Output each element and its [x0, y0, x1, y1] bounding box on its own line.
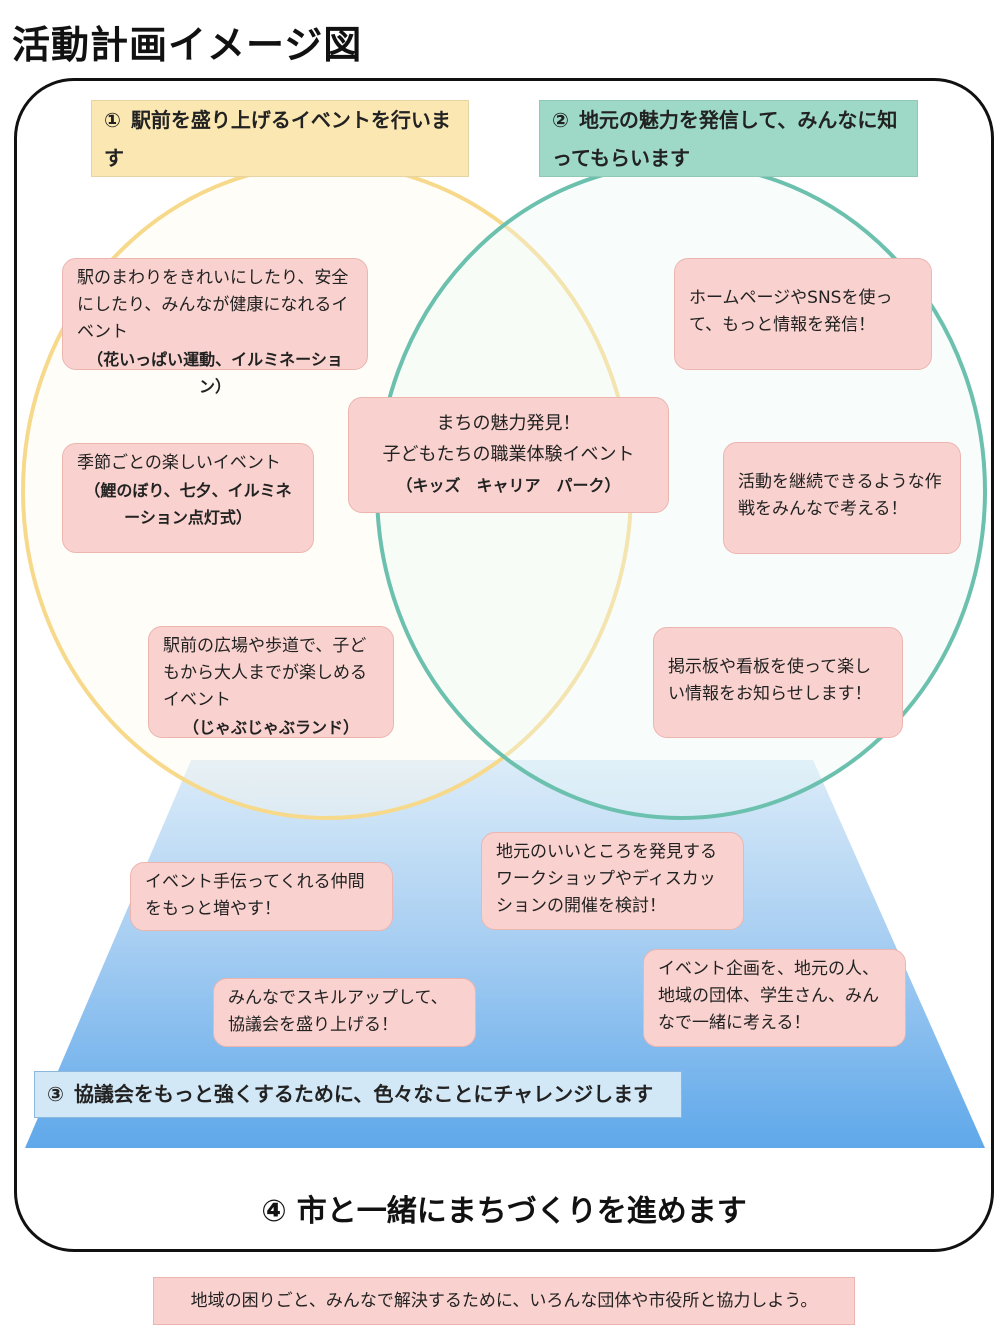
group2-number: ②	[552, 108, 569, 132]
group3-label: 協議会をもっと強くするために、色々なことにチャレンジします	[73, 1082, 654, 1106]
note-workshop: 地元のいいところを発見するワークショップやディスカッションの開催を検討！	[481, 832, 744, 930]
group1-number: ①	[104, 108, 121, 132]
note-volunteers: イベント手伝ってくれる仲間をもっと増やす！	[130, 862, 393, 931]
note-sns: ホームページやSNSを使って、もっと情報を発信！	[674, 258, 932, 370]
note-boards: 掲示板や看板を使って楽しい情報をお知らせします！	[653, 627, 903, 738]
note-planning: イベント企画を、地元の人、地域の団体、学生さん、みんなで一緒に考える！	[643, 949, 906, 1047]
note-kids-career: まちの魅力発見！ 子どもたちの職業体験イベント （キッズ キャリア パーク）	[348, 397, 669, 513]
group4-title: ④ 市と一緒にまちづくりを進めます	[14, 1186, 994, 1230]
note-strategy: 活動を継続できるような作戦をみんなで考える！	[723, 442, 961, 554]
group1-label: 駅前を盛り上げるイベントを行います	[104, 108, 451, 170]
note-skillup: みんなでスキルアップして、協議会を盛り上げる！	[213, 978, 476, 1047]
note-text: 駅前の広場や歩道で、子どもから大人までが楽しめるイベント	[163, 636, 367, 710]
group3-number: ③	[47, 1082, 64, 1106]
note-line1: まちの魅力発見！	[436, 413, 581, 434]
page-title: 活動計画イメージ図	[12, 23, 363, 67]
group2-label: 地元の魅力を発信して、みんなに知ってもらいます	[552, 108, 898, 170]
note-examples: （キッズ キャリア パーク）	[396, 476, 621, 495]
group4-number: ④	[261, 1194, 287, 1229]
note-seasonal-events: 季節ごとの楽しいイベント （鯉のぼり、七夕、イルミネーション点灯式）	[62, 443, 314, 553]
note-examples: （鯉のぼり、七夕、イルミネーション点灯式）	[84, 481, 292, 527]
group4-label: 市と一緒にまちづくりを進めます	[296, 1194, 747, 1229]
note-examples: （花いっぱい運動、イルミネーション）	[87, 350, 343, 396]
note-text: 駅のまわりをきれいにしたり、安全にしたり、みんなが健康になれるイベント	[77, 268, 349, 342]
footer-note: 地域の困りごと、みんなで解決するために、いろんな団体や市役所と協力しよう。	[153, 1277, 855, 1325]
note-text: 季節ごとの楽しいイベント	[77, 453, 281, 473]
note-cleanup-events: 駅のまわりをきれいにしたり、安全にしたり、みんなが健康になれるイベント （花いっ…	[62, 258, 368, 396]
note-examples: （じゃぶじゃぶランド）	[182, 718, 359, 737]
group3-header: ③ 協議会をもっと強くするために、色々なことにチャレンジします	[34, 1071, 682, 1118]
note-line2: 子どもたちの職業体験イベント	[382, 444, 635, 465]
note-plaza-events: 駅前の広場や歩道で、子どもから大人までが楽しめるイベント （じゃぶじゃぶランド）	[148, 626, 394, 738]
